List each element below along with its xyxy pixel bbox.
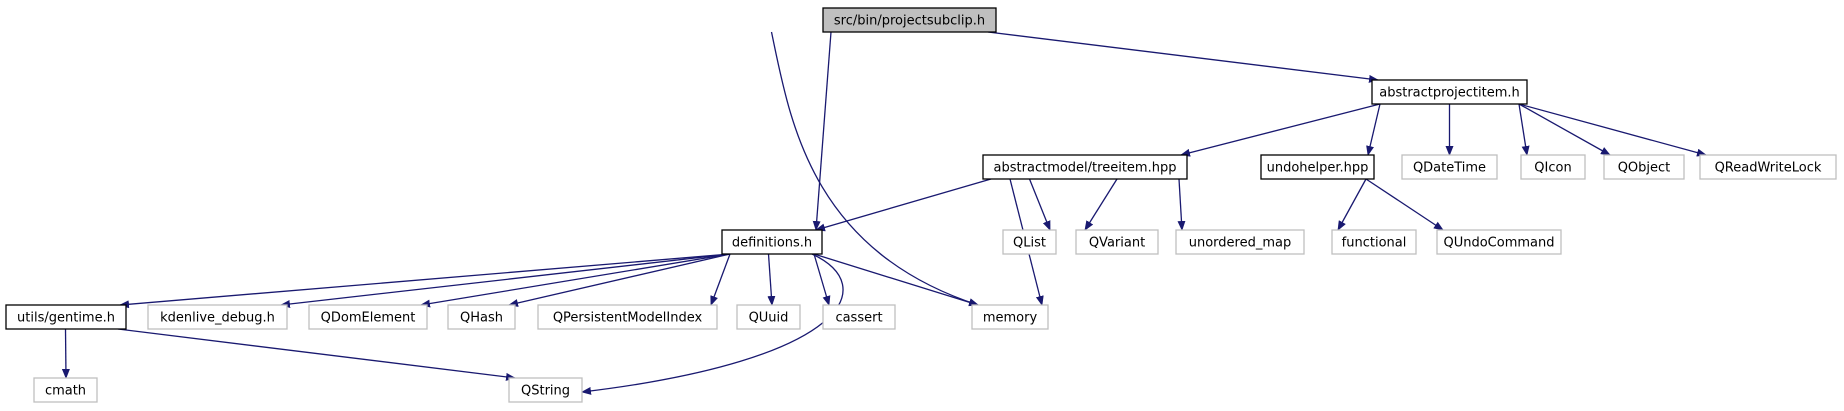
node-qpersistentmodelindex-label: QPersistentModelIndex [553,311,703,326]
node-cassert-label: cassert [835,311,882,326]
edge-gentime-to-cmath [61,328,70,379]
node-quuid[interactable]: QUuid [736,304,801,330]
node-qstring-label: QString [521,384,570,399]
edge-root-to-abstractprojectitem [987,31,1379,83]
edge-definitions-to-qpersistentmodelindex [710,253,731,306]
edge-treeitem-to-qlist [1028,178,1051,231]
node-qreadwritelock[interactable]: QReadWriteLock [1699,154,1837,180]
node-qdatetime[interactable]: QDateTime [1401,154,1498,180]
node-projectsubclip-label: src/bin/projectsubclip.h [834,14,985,29]
node-qhash[interactable]: QHash [447,304,516,330]
node-abstractprojectitem-label: abstractprojectitem.h [1379,86,1520,101]
edge-root-to-definitions [812,31,832,231]
node-qundocommand[interactable]: QUndoCommand [1436,229,1562,255]
node-qicon-label: QIcon [1534,161,1571,176]
node-memory-label: memory [983,311,1038,326]
node-undohelper[interactable]: undohelper.hpp [1260,154,1375,180]
node-qicon[interactable]: QIcon [1520,154,1586,180]
node-undohelper-label: undohelper.hpp [1267,161,1369,176]
edge-definitions-to-memory [813,253,979,307]
edge-abstractprojectitem-to-qreadwritelock [1518,103,1707,157]
edge-root-to-memory [770,31,979,306]
node-qlist[interactable]: QList [1002,229,1057,255]
node-definitions-label: definitions.h [732,236,812,251]
node-qobject-label: QObject [1618,161,1671,176]
edge-undohelper-to-qundocommand [1365,178,1444,231]
edge-abstractprojectitem-to-treeitem [1180,103,1381,157]
node-treeitem[interactable]: abstractmodel/treeitem.hpp [982,154,1188,180]
node-unordered-map[interactable]: unordered_map [1175,229,1305,255]
edge-definitions-to-cassert [813,253,831,306]
node-kdenlive-debug-label: kdenlive_debug.h [160,311,275,326]
edge-gentime-to-qstring [117,328,516,381]
node-treeitem-label: abstractmodel/treeitem.hpp [994,161,1177,176]
node-qpersistentmodelindex[interactable]: QPersistentModelIndex [537,304,718,330]
node-qhash-label: QHash [460,311,503,326]
node-functional-label: functional [1342,236,1407,251]
node-qstring[interactable]: QString [508,377,583,403]
node-unordered-map-label: unordered_map [1189,236,1292,251]
node-gentime-label: utils/gentime.h [17,311,115,326]
node-definitions[interactable]: definitions.h [721,229,823,255]
edge-abstractprojectitem-to-undohelper [1366,103,1381,156]
node-qdomelement-label: QDomElement [321,311,416,326]
node-qobject[interactable]: QObject [1603,154,1685,180]
edge-treeitem-to-qvariant [1084,178,1118,231]
node-kdenlive-debug[interactable]: kdenlive_debug.h [147,304,288,330]
node-cmath-label: cmath [45,384,86,399]
node-qvariant-label: QVariant [1089,236,1145,251]
node-cassert[interactable]: cassert [822,304,896,330]
node-memory[interactable]: memory [971,304,1049,330]
edge-definitions-to-kdenlive_debug [280,253,731,308]
edge-abstractprojectitem-to-qobject [1518,103,1611,156]
node-qdomelement[interactable]: QDomElement [308,304,428,330]
edge-treeitem-to-unordered_map [1177,178,1186,231]
node-qdatetime-label: QDateTime [1413,161,1486,176]
edge-treeitem-to-definitions [815,178,992,232]
node-cmath[interactable]: cmath [33,377,98,403]
nodes-layer: src/bin/projectsubclip.h abstractproject… [5,7,1837,403]
edge-undohelper-to-functional [1337,178,1367,231]
node-functional[interactable]: functional [1331,229,1417,255]
node-qvariant[interactable]: QVariant [1075,229,1159,255]
node-abstractprojectitem[interactable]: abstractprojectitem.h [1371,79,1528,105]
edge-definitions-to-gentime [119,253,731,309]
edge-definitions-to-quuid [767,253,776,306]
node-qreadwritelock-label: QReadWriteLock [1715,161,1822,176]
edge-definitions-to-qdomelement [420,253,731,308]
node-projectsubclip[interactable]: src/bin/projectsubclip.h [822,7,997,33]
node-qlist-label: QList [1013,236,1046,251]
node-qundocommand-label: QUndoCommand [1443,236,1554,251]
node-gentime[interactable]: utils/gentime.h [5,304,127,330]
node-quuid-label: QUuid [749,311,789,326]
edge-definitions-to-qhash [508,253,731,307]
edge-abstractprojectitem-to-qicon [1518,103,1530,156]
